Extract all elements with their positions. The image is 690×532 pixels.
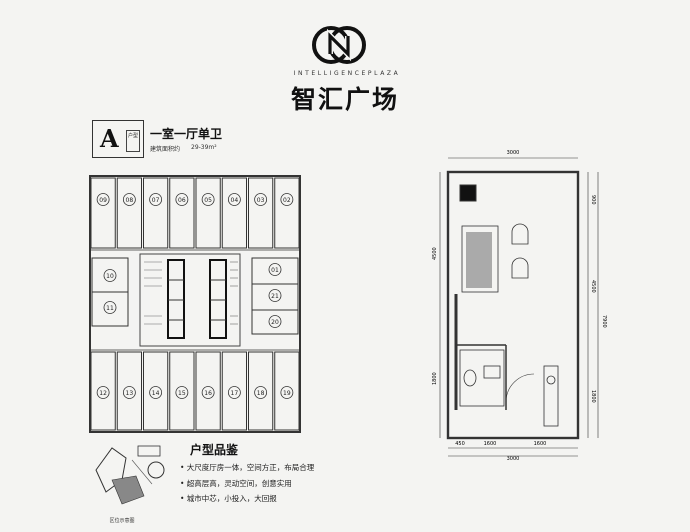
unit-number-circle bbox=[227, 193, 241, 206]
unit-number: 20 bbox=[271, 319, 279, 326]
unit-cell bbox=[143, 351, 169, 431]
unit-letter: A bbox=[100, 124, 119, 153]
dim-right-total: 7900 bbox=[601, 315, 607, 328]
unit-number: 08 bbox=[126, 197, 134, 204]
unit-number-circle bbox=[268, 289, 282, 302]
brand-name-en: INTELLIGENCEPLAZA bbox=[293, 70, 401, 77]
unit-number: 02 bbox=[283, 197, 291, 204]
dim-left-1: 4500 bbox=[432, 247, 438, 260]
unit-number-circle bbox=[149, 386, 163, 399]
unit-cell bbox=[116, 351, 142, 431]
unit-number: 21 bbox=[271, 293, 279, 300]
unit-cell bbox=[221, 177, 247, 249]
unit-number: 18 bbox=[257, 390, 265, 397]
unit-number-circle bbox=[103, 269, 117, 282]
unit-number: 06 bbox=[178, 197, 186, 204]
unit-number-circle bbox=[268, 315, 282, 328]
unit-number: 15 bbox=[178, 390, 186, 397]
unit-number-circle bbox=[268, 263, 282, 276]
dim-left-2: 1800 bbox=[432, 372, 438, 385]
unit-number-circle bbox=[175, 386, 189, 399]
dim-bottom-2: 1600 bbox=[484, 441, 497, 447]
highlight-item: • 超高层高，灵动空间，创意实用 bbox=[180, 479, 292, 488]
unit-area-label: 建筑面积约 bbox=[150, 146, 181, 153]
dim-right-2: 4500 bbox=[590, 280, 596, 293]
unit-number: 16 bbox=[204, 390, 212, 397]
unit-number-circle bbox=[149, 193, 163, 206]
unit-number: 12 bbox=[99, 390, 107, 397]
highlight-item: • 大尺度厅房一体，空间方正，布局合理 bbox=[180, 463, 315, 472]
unit-number: 19 bbox=[283, 390, 291, 397]
unit-cell bbox=[195, 351, 221, 431]
unit-cell bbox=[169, 351, 195, 431]
unit-number-circle bbox=[280, 193, 294, 206]
brand-logo-icon bbox=[312, 26, 366, 64]
highlights-title: 户型品鉴 bbox=[190, 443, 239, 457]
unit-number: 07 bbox=[152, 197, 160, 204]
unit-number-circle bbox=[122, 193, 136, 206]
unit-number: 09 bbox=[99, 197, 107, 204]
dim-top: 3000 bbox=[507, 150, 520, 156]
dim-bottom-total: 3000 bbox=[507, 456, 520, 460]
unit-plan: 3000 450 1600 1600 3000 900 4500 1800 79… bbox=[432, 150, 607, 460]
unit-number: 10 bbox=[106, 273, 114, 280]
unit-cell bbox=[221, 351, 247, 431]
unit-number: 11 bbox=[106, 305, 114, 312]
unit-number-circle bbox=[103, 301, 117, 314]
unit-number-circle bbox=[201, 193, 215, 206]
unit-cell bbox=[274, 351, 300, 431]
unit-number-circle bbox=[96, 193, 110, 206]
unit-cell bbox=[169, 177, 195, 249]
unit-cell bbox=[248, 351, 274, 431]
unit-badge bbox=[92, 120, 144, 158]
unit-cell bbox=[274, 177, 300, 249]
unit-tag: 户型 bbox=[126, 130, 140, 152]
unit-number-circle bbox=[201, 386, 215, 399]
unit-number-circle bbox=[254, 193, 268, 206]
unit-title: 一室一厅单卫 bbox=[150, 127, 223, 141]
unit-area-value: 29-39m² bbox=[191, 144, 217, 151]
unit-cell bbox=[116, 177, 142, 249]
unit-number: 05 bbox=[204, 197, 212, 204]
unit-number: 04 bbox=[231, 197, 239, 204]
highlight-item: • 城市中芯，小投入，大回报 bbox=[180, 494, 277, 503]
unit-cell bbox=[248, 177, 274, 249]
unit-number-circle bbox=[96, 386, 110, 399]
unit-number-circle bbox=[254, 386, 268, 399]
unit-cell bbox=[90, 177, 116, 249]
dim-right-3: 1800 bbox=[590, 390, 596, 403]
site-caption: 区位示意图 bbox=[109, 518, 135, 524]
dim-bottom-3: 1600 bbox=[534, 441, 547, 447]
unit-number: 14 bbox=[152, 390, 160, 397]
unit-number-circle bbox=[175, 193, 189, 206]
unit-number: 01 bbox=[271, 267, 279, 274]
unit-number: 17 bbox=[231, 390, 239, 397]
unit-cell bbox=[195, 177, 221, 249]
unit-number: 03 bbox=[257, 197, 265, 204]
unit-number-circle bbox=[227, 386, 241, 399]
site-map bbox=[95, 445, 165, 505]
unit-cell bbox=[90, 351, 116, 431]
unit-cell bbox=[143, 177, 169, 249]
floor-plan: 09 08 07 06 05 04 03 02 12 13 14 15 16 17 18 19 10 11 01… bbox=[89, 175, 301, 433]
brand-name-cn: 智汇广场 bbox=[290, 85, 399, 114]
unit-number: 13 bbox=[126, 390, 134, 397]
unit-number-circle bbox=[280, 386, 294, 399]
dim-right-1: 900 bbox=[590, 195, 596, 205]
unit-number-circle bbox=[122, 386, 136, 399]
dim-bottom-1: 450 bbox=[455, 441, 465, 447]
